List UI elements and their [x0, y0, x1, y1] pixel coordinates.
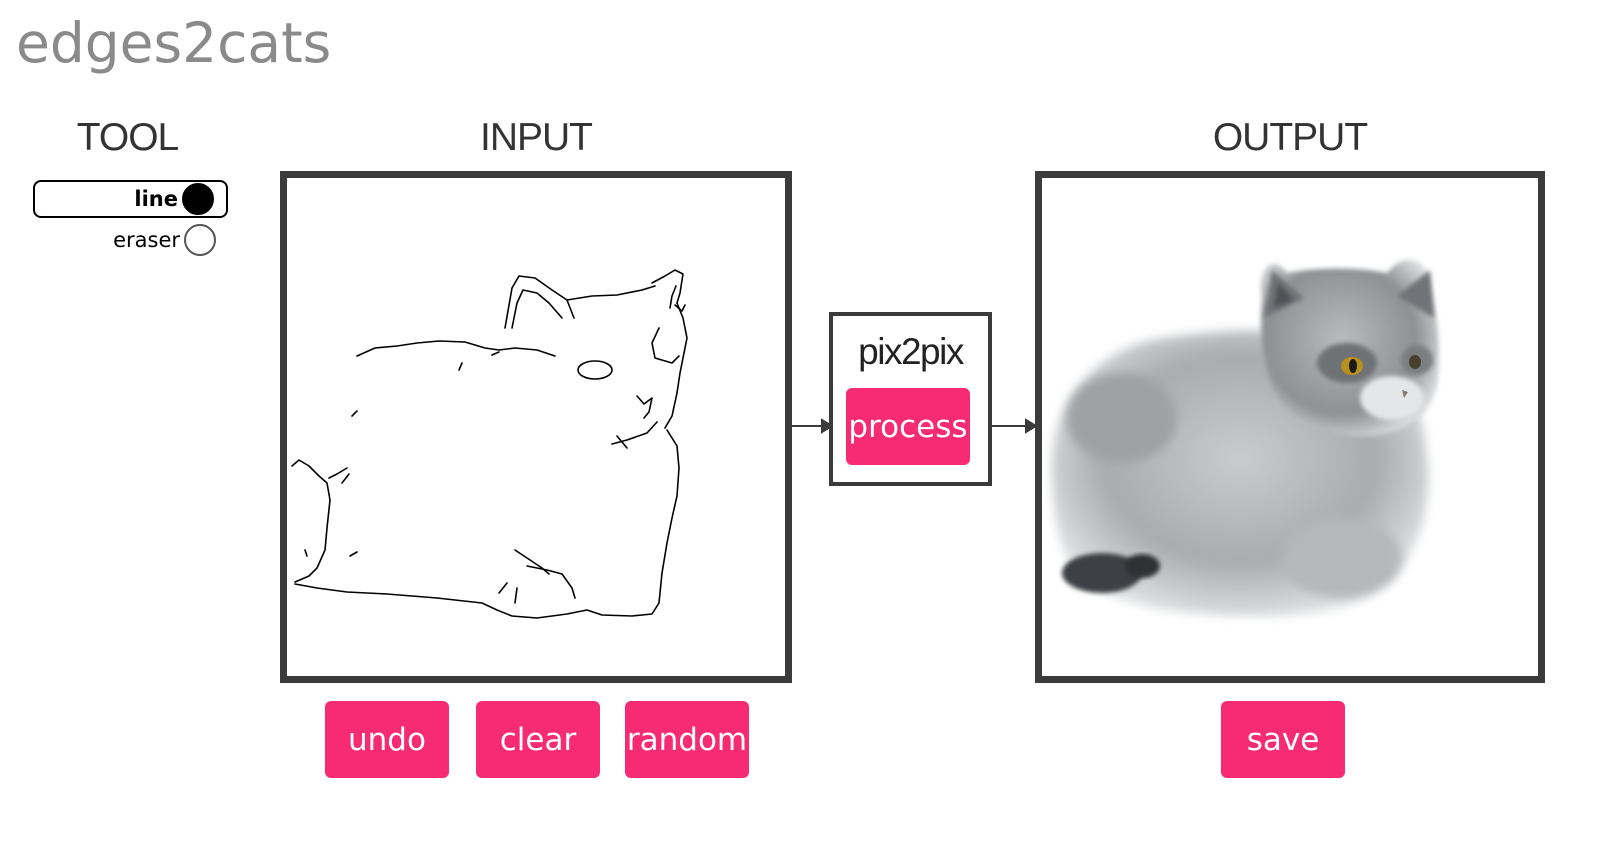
radio-unselected-icon	[184, 224, 216, 256]
random-button[interactable]: random	[625, 701, 749, 778]
process-button[interactable]: process	[846, 388, 970, 465]
tool-option-eraser[interactable]: eraser	[20, 221, 228, 259]
save-button[interactable]: save	[1221, 701, 1345, 778]
arrow-right-icon	[821, 418, 834, 434]
app-title: edges2cats	[16, 11, 332, 75]
output-heading: OUTPUT	[1212, 116, 1368, 159]
generated-cat-image	[1042, 178, 1538, 676]
output-image	[1035, 171, 1545, 683]
model-name: pix2pix	[858, 331, 964, 372]
clear-button[interactable]: clear	[476, 701, 600, 778]
cat-sketch-drawing	[291, 269, 688, 619]
input-heading: INPUT	[480, 116, 593, 159]
tool-option-line[interactable]: line	[33, 180, 228, 218]
pix2pix-box: pix2pix process	[829, 312, 992, 486]
arrow-right-icon	[1025, 418, 1038, 434]
tool-option-label: line	[134, 187, 178, 211]
tool-heading: TOOL	[76, 116, 179, 159]
undo-button[interactable]: undo	[325, 701, 449, 778]
flow-arrows	[790, 418, 1038, 434]
radio-selected-icon	[182, 183, 214, 215]
input-canvas[interactable]	[280, 171, 792, 683]
tool-option-label: eraser	[113, 228, 180, 252]
